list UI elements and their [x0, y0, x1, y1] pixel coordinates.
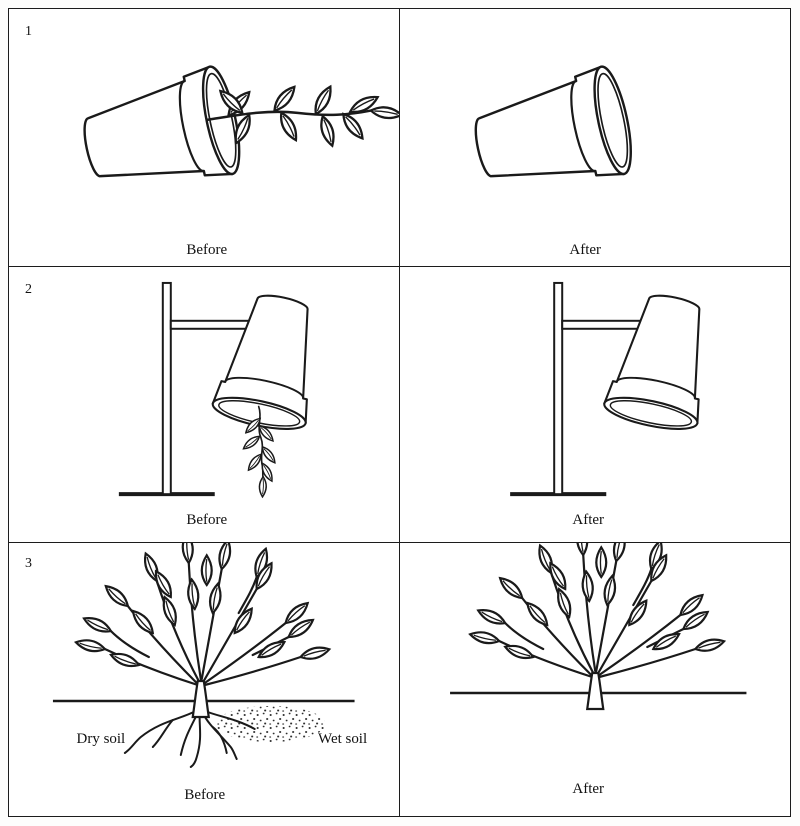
panel-2-before: 2 Before [9, 267, 400, 543]
after-label: After [569, 242, 601, 258]
panel-1-after-drawing: After [464, 62, 639, 258]
panel-3-after: After [400, 543, 791, 816]
plant-drawing [208, 84, 399, 148]
bush-drawing [75, 543, 331, 717]
after-label: After [572, 781, 604, 797]
panel-2-after: After [399, 267, 790, 543]
panel-number: 1 [25, 24, 32, 39]
panel-3-before: 3 Dry soil Wet soil Before [9, 543, 400, 816]
panel-2-before-drawing: 2 Before [25, 280, 332, 528]
wet-soil-dots [215, 706, 326, 742]
before-label: Before [184, 787, 225, 803]
pot-drawing [600, 286, 723, 437]
before-label: Before [186, 242, 227, 258]
panel-number: 2 [25, 282, 32, 297]
panel-1-before: 1 Before [9, 9, 400, 267]
panel-2-after-drawing: After [400, 267, 723, 528]
bush-drawing [469, 543, 725, 709]
dry-soil-label: Dry soil [77, 731, 126, 747]
pot-drawing [464, 62, 639, 204]
wet-soil-label: Wet soil [318, 731, 367, 747]
panel-3-before-drawing: 3 Dry soil Wet soil Before [25, 543, 367, 803]
panel-1-after: After [399, 9, 790, 267]
panel-1-before-drawing: 1 Before [25, 24, 399, 258]
before-label: Before [186, 512, 227, 528]
panel-number: 3 [25, 556, 32, 571]
figure-frame: 1 Before After 2 Before [8, 8, 791, 817]
panel-3-after-drawing: After [449, 543, 746, 797]
pot-drawing [74, 62, 248, 204]
after-label: After [572, 512, 604, 528]
pot-drawing [209, 286, 332, 437]
